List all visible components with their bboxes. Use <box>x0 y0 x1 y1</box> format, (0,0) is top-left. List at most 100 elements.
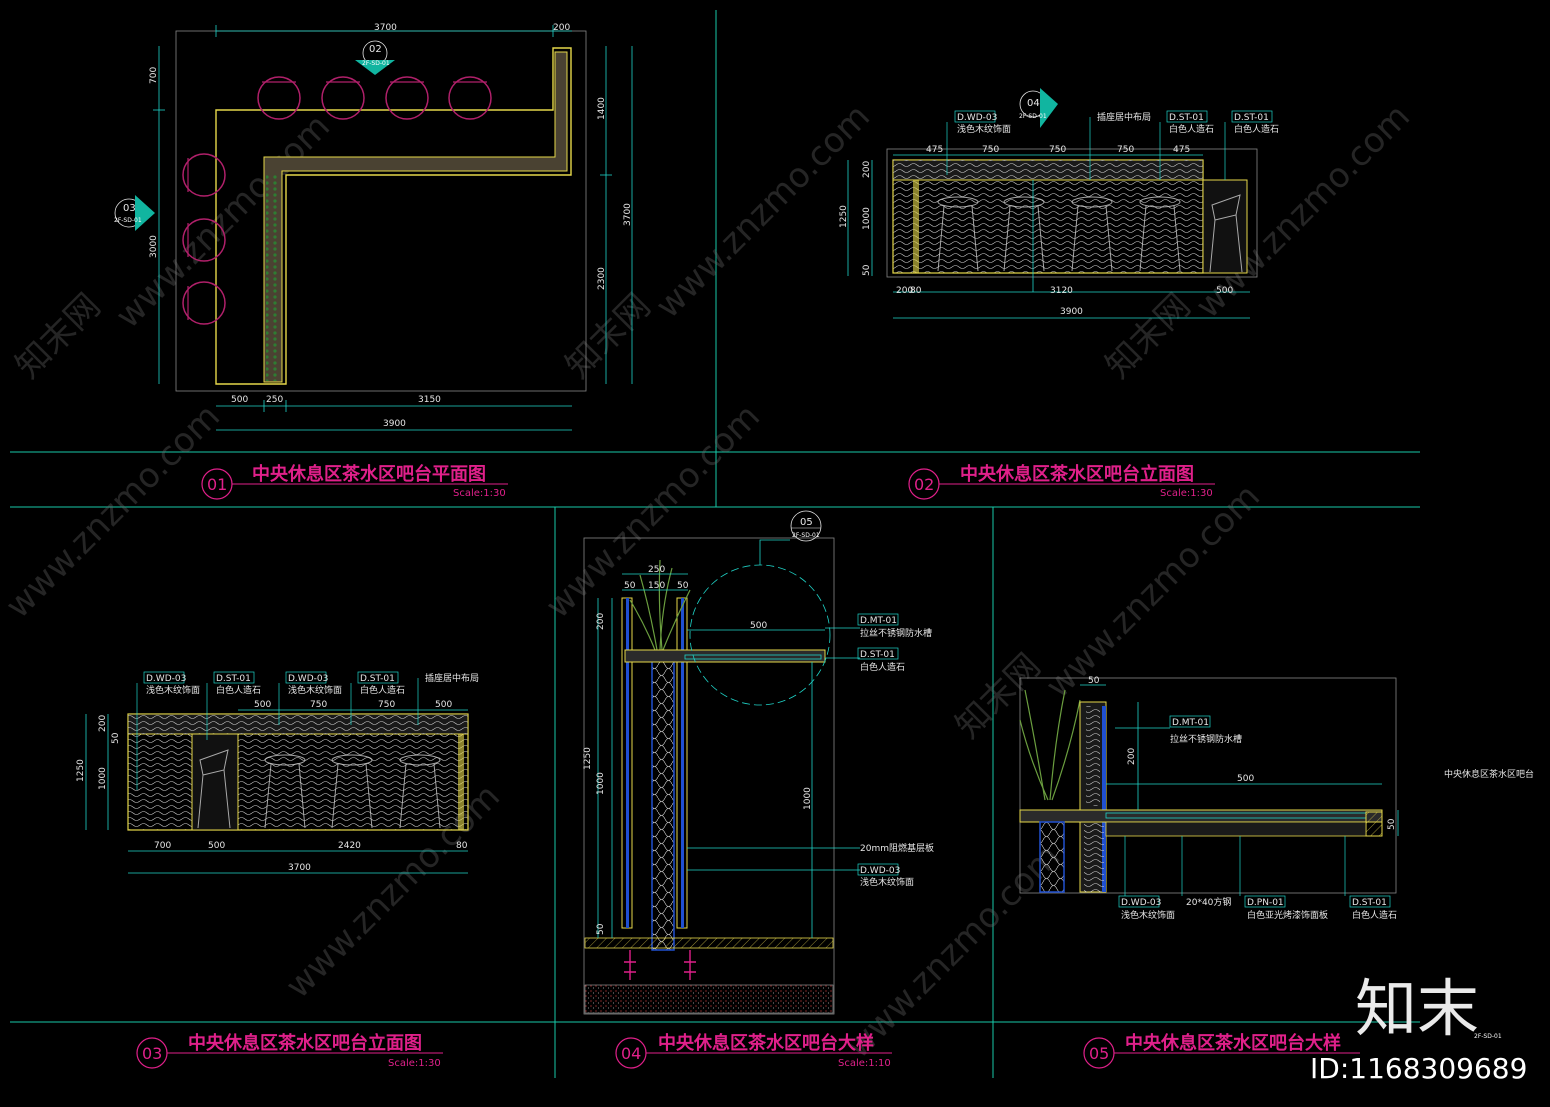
svg-text:475: 475 <box>1173 145 1190 155</box>
svg-text:80: 80 <box>910 286 922 296</box>
svg-text:D.MT-01: D.MT-01 <box>1172 718 1209 728</box>
svg-text:50: 50 <box>862 264 872 276</box>
svg-text:D.ST-01: D.ST-01 <box>860 650 895 660</box>
svg-text:250: 250 <box>648 565 665 575</box>
detail04-tag-05: 05 2F-SD-01 <box>790 510 822 542</box>
svg-text:02: 02 <box>914 475 934 494</box>
svg-text:浅色木纹饰面: 浅色木纹饰面 <box>860 876 914 888</box>
plan-tag-03: 03 2F-SD-01 <box>114 195 155 231</box>
svg-text:D.WD-03: D.WD-03 <box>146 674 186 684</box>
svg-text:插座居中布局: 插座居中布局 <box>425 672 479 684</box>
svg-text:05: 05 <box>800 517 813 528</box>
svg-text:浅色木纹饰面: 浅色木纹饰面 <box>288 684 342 696</box>
plan-tag-02: 02 2F-SD-01 <box>355 40 395 75</box>
brand-watermark: 知末 ID:1168309689 <box>1310 972 1527 1085</box>
svg-text:475: 475 <box>926 145 943 155</box>
svg-text:500: 500 <box>1216 286 1233 296</box>
svg-text:1250: 1250 <box>839 205 849 228</box>
side-note: 中央休息区茶水区吧台 <box>1444 768 1534 780</box>
svg-text:700: 700 <box>154 841 171 851</box>
svg-text:50: 50 <box>596 923 606 935</box>
svg-text:D.ST-01: D.ST-01 <box>1169 113 1204 123</box>
svg-text:D.ST-01: D.ST-01 <box>216 674 251 684</box>
svg-text:D.PN-01: D.PN-01 <box>1247 898 1284 908</box>
plan-dim-bottom-1: 500 <box>231 395 248 405</box>
svg-text:750: 750 <box>982 145 999 155</box>
svg-text:2F-SD-01: 2F-SD-01 <box>792 532 820 539</box>
svg-text:D.WD-03: D.WD-03 <box>1121 898 1161 908</box>
svg-text:02: 02 <box>369 44 382 55</box>
svg-text:150: 150 <box>648 581 665 591</box>
svg-text:750: 750 <box>310 700 327 710</box>
svg-text:1250: 1250 <box>76 759 86 782</box>
svg-text:白色人造石: 白色人造石 <box>360 684 405 696</box>
svg-text:750: 750 <box>1117 145 1134 155</box>
svg-text:2420: 2420 <box>338 841 361 851</box>
svg-text:500: 500 <box>1237 774 1254 784</box>
svg-text:www.znzmo.com: www.znzmo.com <box>0 396 228 626</box>
svg-text:Scale:1:30: Scale:1:30 <box>388 1058 441 1069</box>
plan-dim-bottom-4: 3900 <box>383 419 406 429</box>
svg-text:Scale:1:10: Scale:1:10 <box>838 1058 891 1069</box>
svg-text:Scale:1:30: Scale:1:30 <box>1160 488 1213 499</box>
svg-text:www.znzmo.com: www.znzmo.com <box>538 396 768 626</box>
svg-text:知末网: 知末网 <box>558 286 658 386</box>
svg-text:2F-SD-01: 2F-SD-01 <box>1019 113 1047 120</box>
svg-text:750: 750 <box>378 700 395 710</box>
svg-text:1000: 1000 <box>596 772 606 795</box>
svg-text:白色亚光烤漆饰面板: 白色亚光烤漆饰面板 <box>1247 909 1328 921</box>
svg-text:白色人造石: 白色人造石 <box>1352 909 1397 921</box>
title-03: 03 中央休息区茶水区吧台立面图 Scale:1:30 <box>136 1032 443 1069</box>
elev02-tag-04: 04 2F-SD-01 <box>1019 88 1058 128</box>
svg-text:2F-SD-01: 2F-SD-01 <box>114 217 142 224</box>
svg-text:3700: 3700 <box>288 863 311 873</box>
title-02: 02 中央休息区茶水区吧台立面图 Scale:1:30 <box>908 463 1215 500</box>
svg-text:D.WD-03: D.WD-03 <box>957 113 997 123</box>
svg-text:1250: 1250 <box>583 747 593 770</box>
svg-text:03: 03 <box>123 203 136 214</box>
svg-text:浅色木纹饰面: 浅色木纹饰面 <box>146 684 200 696</box>
svg-text:D.WD-03: D.WD-03 <box>288 674 328 684</box>
svg-text:04: 04 <box>1027 98 1040 109</box>
svg-text:50: 50 <box>1088 676 1100 686</box>
title-04: 04 中央休息区茶水区吧台大样 Scale:1:10 <box>615 1032 892 1069</box>
elevation-02: 475 750 750 750 475 200 1000 50 1250 200… <box>839 88 1279 319</box>
plan-dim-left-1: 700 <box>149 67 159 84</box>
plan-dim-top-1: 3700 <box>374 23 397 33</box>
svg-text:50: 50 <box>624 581 636 591</box>
plan-dim-bottom-2: 250 <box>266 395 283 405</box>
svg-text:500: 500 <box>750 621 767 631</box>
svg-text:白色人造石: 白色人造石 <box>1169 123 1214 135</box>
plan-dim-left-2: 3000 <box>149 235 159 258</box>
svg-text:浅色木纹饰面: 浅色木纹饰面 <box>957 123 1011 135</box>
svg-text:20*40方钢: 20*40方钢 <box>1186 896 1231 908</box>
elevation-03: 500 750 750 500 200 50 1000 1250 700 500… <box>76 671 479 874</box>
svg-text:中央休息区茶水区吧台立面图: 中央休息区茶水区吧台立面图 <box>188 1032 422 1054</box>
svg-text:03: 03 <box>142 1044 162 1063</box>
svg-text:白色人造石: 白色人造石 <box>860 661 905 673</box>
svg-text:浅色木纹饰面: 浅色木纹饰面 <box>1121 909 1175 921</box>
detail-05: 50 200 500 50 D.MT-01 拉丝不锈钢防水槽 D.WD-03 浅… <box>1019 676 1534 1040</box>
svg-text:1000: 1000 <box>862 207 872 230</box>
svg-text:200: 200 <box>896 286 913 296</box>
svg-text:D.WD-03: D.WD-03 <box>860 866 900 876</box>
svg-text:500: 500 <box>435 700 452 710</box>
svg-text:插座居中布局: 插座居中布局 <box>1097 111 1151 123</box>
svg-text:D.ST-01: D.ST-01 <box>360 674 395 684</box>
svg-text:白色人造石: 白色人造石 <box>1234 123 1279 135</box>
svg-text:200: 200 <box>98 715 108 732</box>
svg-text:20mm阻燃基层板: 20mm阻燃基层板 <box>860 842 934 854</box>
svg-text:白色人造石: 白色人造石 <box>216 684 261 696</box>
svg-text:拉丝不锈钢防水槽: 拉丝不锈钢防水槽 <box>1170 733 1242 745</box>
svg-text:D.ST-01: D.ST-01 <box>1234 113 1269 123</box>
title-05: 05 中央休息区茶水区吧台大样 <box>1083 1032 1360 1069</box>
detail-04: 05 2F-SD-01 250 50 150 50 500 200 1250 1… <box>583 510 934 1015</box>
svg-text:05: 05 <box>1089 1044 1109 1063</box>
plan-dim-right-2: 2300 <box>597 267 607 290</box>
plan-dim-top-2: 200 <box>553 23 570 33</box>
svg-text:www.znzmo.com: www.znzmo.com <box>1038 476 1268 706</box>
svg-text:500: 500 <box>208 841 225 851</box>
plan-dim-right-3: 3700 <box>623 203 633 226</box>
svg-text:中央休息区茶水区吧台立面图: 中央休息区茶水区吧台立面图 <box>960 463 1194 485</box>
svg-text:知末网: 知末网 <box>1098 286 1198 386</box>
